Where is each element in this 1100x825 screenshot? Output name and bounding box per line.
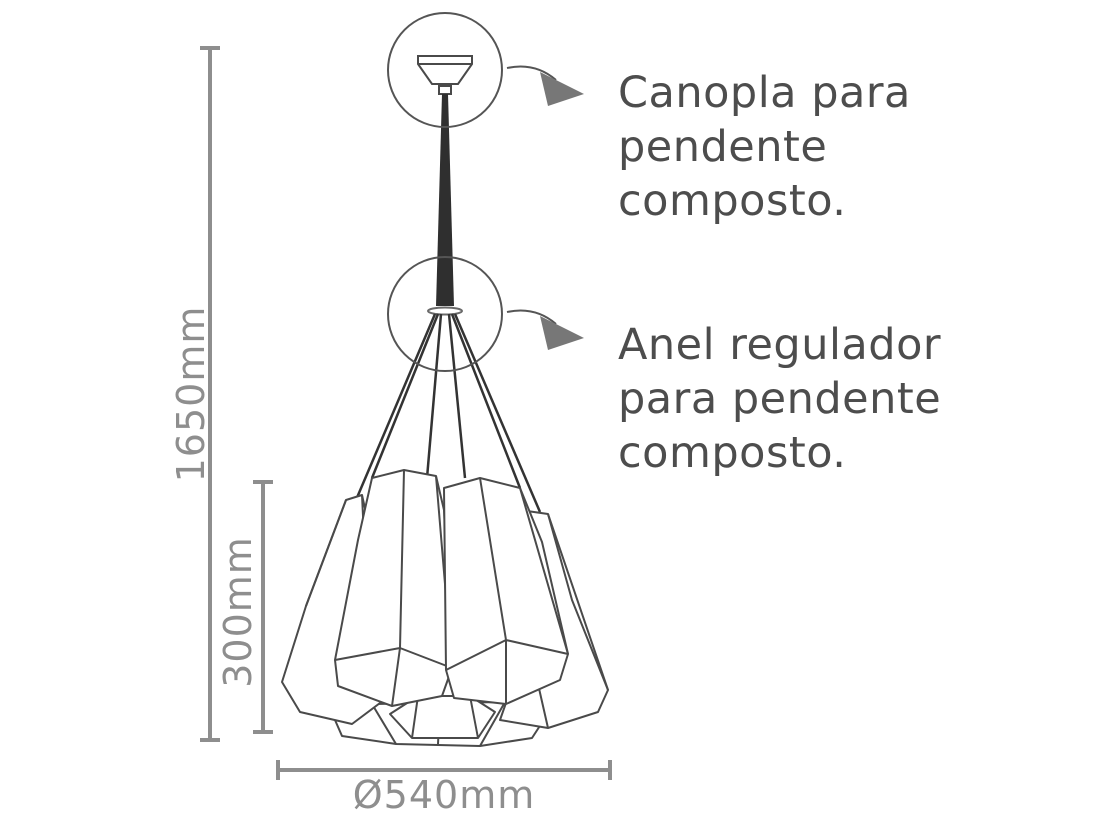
diameter-dimension <box>276 760 612 780</box>
canopy-callout-arrow <box>506 65 584 106</box>
ring-callout-line-2: para pendente <box>618 374 942 424</box>
canopy-callout-line-1: Canopla para <box>618 68 911 118</box>
regulator-ring <box>427 306 463 316</box>
shade-left-front <box>334 469 453 707</box>
canopy <box>417 55 473 95</box>
ring-callout-line-3: composto. <box>618 428 847 478</box>
hanging-cords <box>354 313 542 513</box>
total-height-label: 1650mm <box>169 306 213 483</box>
shade-height-label: 300mm <box>216 536 260 688</box>
ring-callout-text: Anel regulador para pendente composto. <box>618 318 941 480</box>
diameter-label: Ø540mm <box>353 773 535 817</box>
canopy-callout-text: Canopla para pendente composto. <box>618 66 911 228</box>
ring-callout-arrow <box>506 309 584 350</box>
canopy-callout-line-2: pendente <box>618 122 828 172</box>
ring-callout-line-1: Anel regulador <box>618 320 942 370</box>
canopy-callout-circle <box>387 12 503 128</box>
total-height-dimension <box>200 46 220 742</box>
shade-height-dimension <box>253 480 273 734</box>
canopy-callout-line-3: composto. <box>618 176 847 226</box>
shades-cluster <box>281 469 609 747</box>
main-cable <box>436 94 454 306</box>
ring-callout-circle <box>387 256 503 372</box>
